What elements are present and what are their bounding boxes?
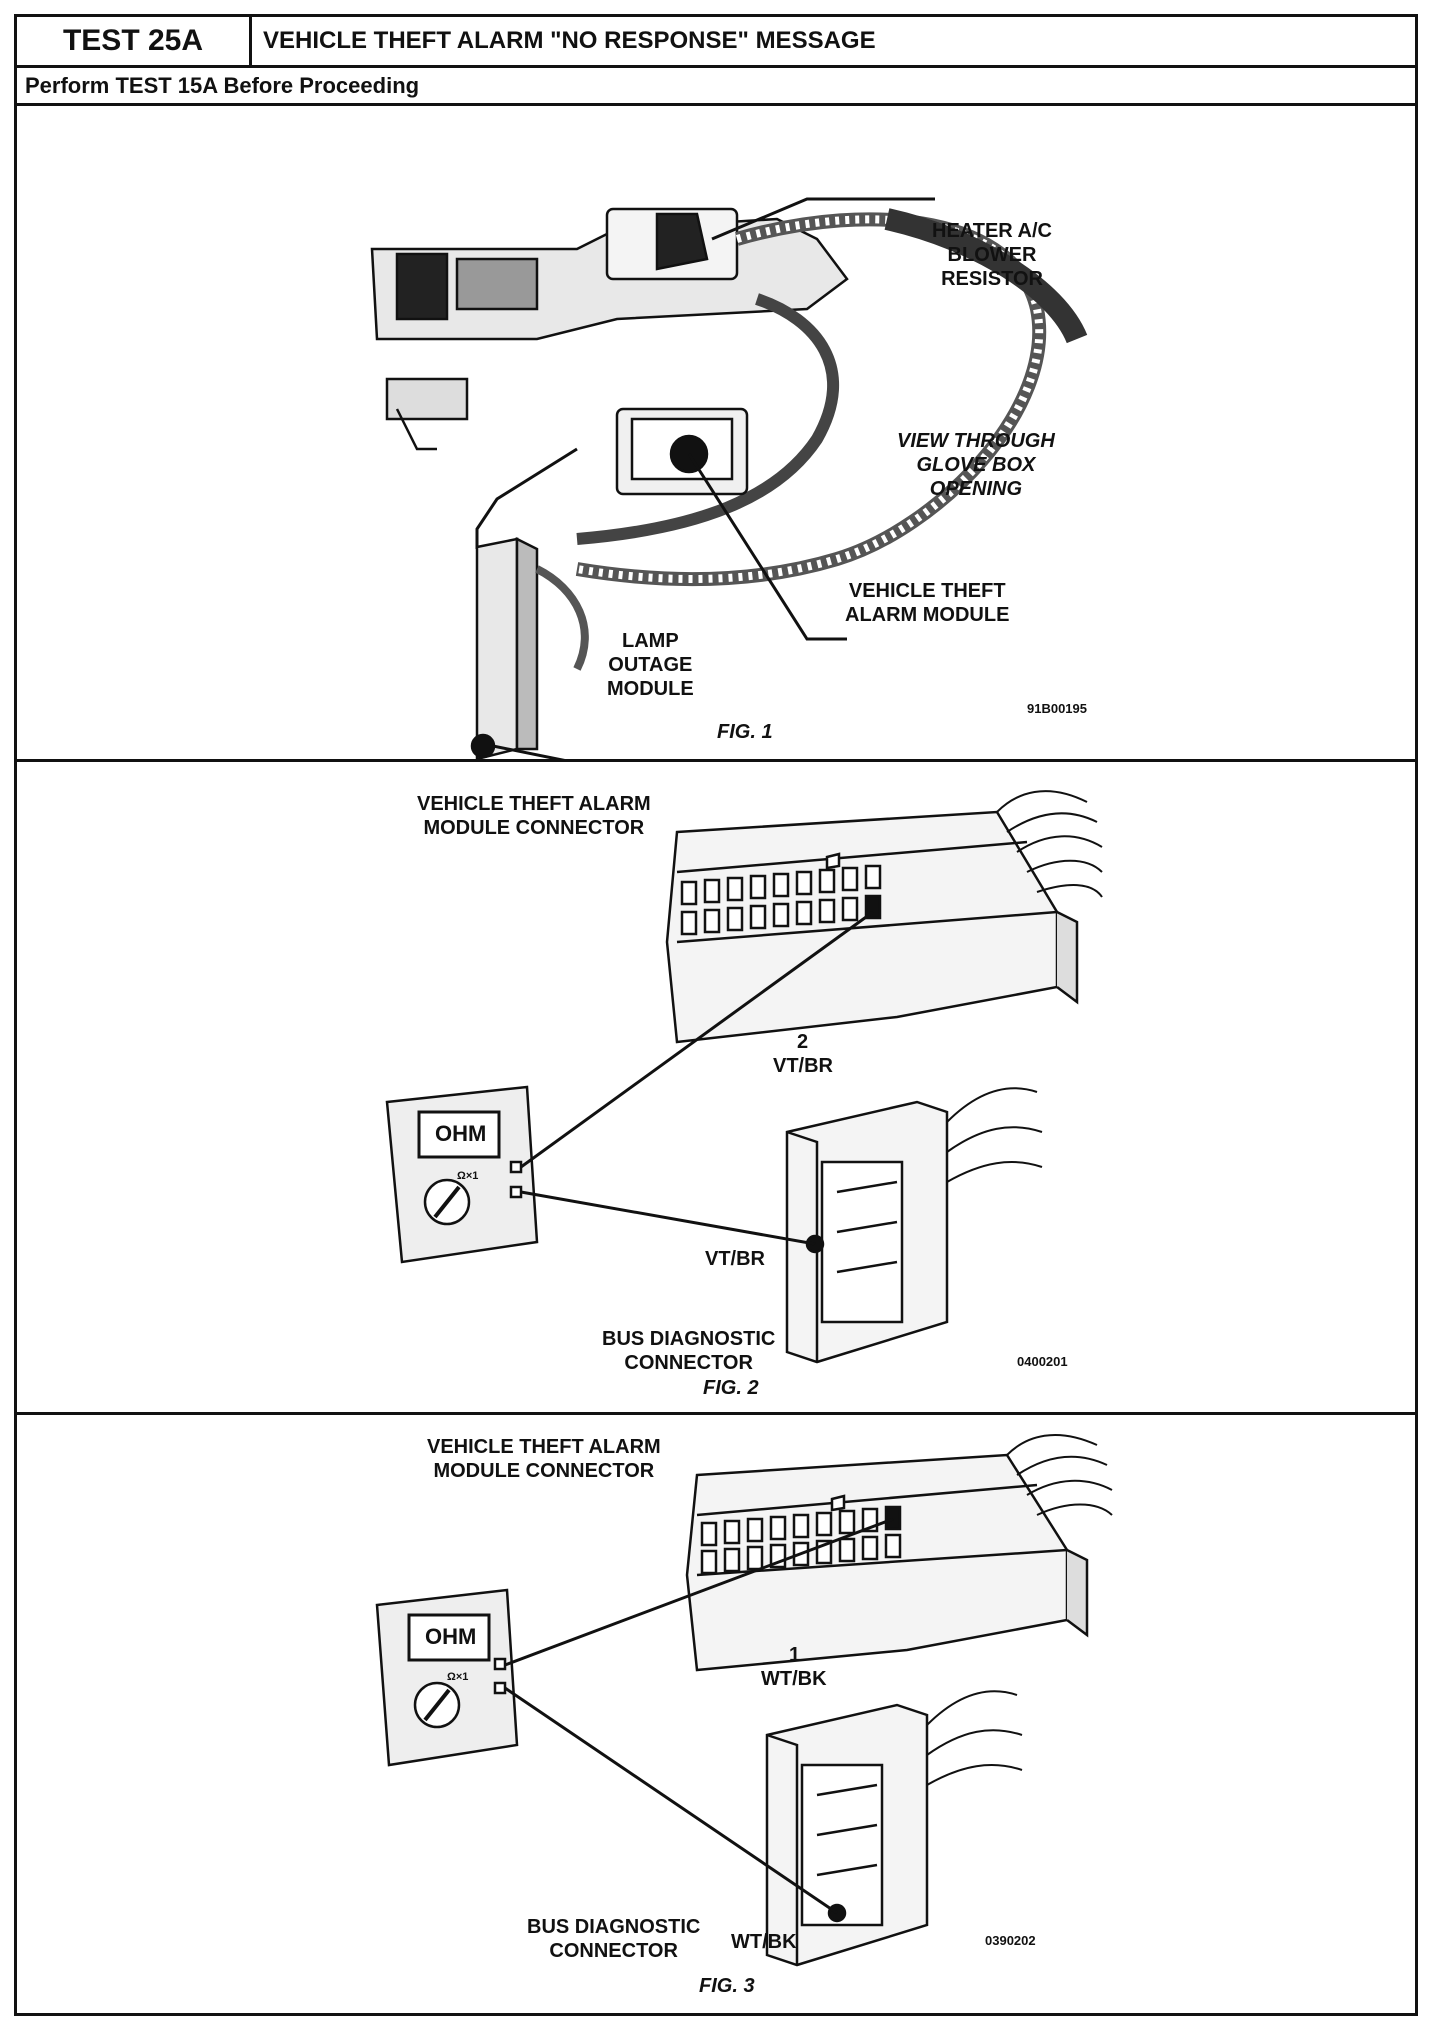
meter-display: OHM xyxy=(425,1624,477,1649)
service-manual-page: TEST 25A VEHICLE THEFT ALARM "NO RESPONS… xyxy=(14,14,1418,2016)
test-header: TEST 25A VEHICLE THEFT ALARM "NO RESPONS… xyxy=(17,17,1415,68)
pin-number-label: 1 xyxy=(789,1644,801,1666)
bus-wire-color-label: VT/BR xyxy=(705,1248,765,1270)
fig3-caption: FIG. 3 xyxy=(699,1975,755,1997)
divider-1 xyxy=(17,759,1415,762)
meter-range: Ω×1 xyxy=(457,1170,479,1182)
test-id: TEST 25A xyxy=(17,17,252,65)
fig2-part-code: 0400201 xyxy=(1017,1354,1068,1369)
fig2-caption: FIG. 2 xyxy=(703,1377,759,1399)
test-title: VEHICLE THEFT ALARM "NO RESPONSE" MESSAG… xyxy=(263,27,876,54)
meter-range: Ω×1 xyxy=(447,1671,469,1683)
prerequisite-note: Perform TEST 15A Before Proceeding xyxy=(17,68,1415,106)
fig2-ohmmeter-test-illustration xyxy=(385,790,1103,1364)
pin-wire-color-label: VT/BR xyxy=(773,1055,833,1077)
fig1-part-code: 91B00195 xyxy=(1027,701,1087,716)
divider-2 xyxy=(17,1412,1415,1415)
fig1-caption: FIG. 1 xyxy=(717,721,773,743)
pin-number-label: 2 xyxy=(797,1031,809,1053)
fig3-ohmmeter-test-illustration xyxy=(375,1434,1113,1967)
pin-wire-color-label: WT/BK xyxy=(761,1668,827,1690)
bus-wire-color-label: WT/BK xyxy=(731,1931,797,1953)
dashboard-harness-illustration xyxy=(370,197,1088,759)
meter-display: OHM xyxy=(435,1121,487,1146)
fig3-part-code: 0390202 xyxy=(985,1933,1036,1948)
